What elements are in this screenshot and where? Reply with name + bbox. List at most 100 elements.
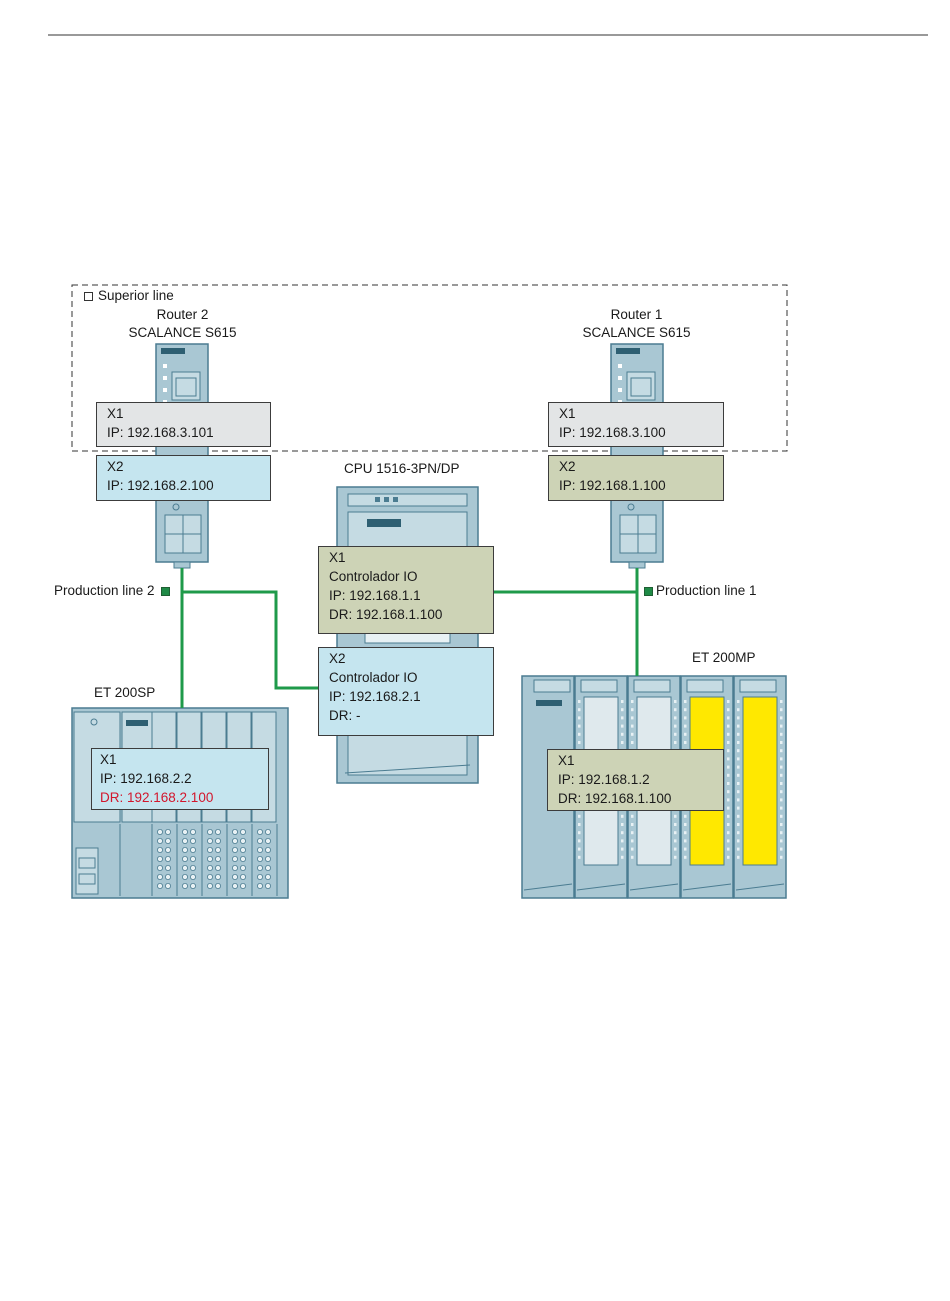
io-module-led [727, 839, 730, 843]
io-module-led [737, 765, 740, 769]
io-module-led [780, 782, 783, 785]
terminal-point [231, 838, 238, 845]
terminal-point [264, 883, 271, 890]
et200sp-x1-port: X1 [100, 752, 117, 767]
io-module-led [578, 724, 581, 728]
io-module-led [674, 855, 677, 859]
et200mp-x1-ip: IP: 192.168.1.2 [558, 772, 650, 787]
io-module-led [727, 765, 730, 769]
terminal-point [156, 838, 163, 845]
io-module-header [686, 679, 724, 693]
io-module-header [580, 679, 618, 693]
io-module-led [780, 823, 783, 826]
terminal-point [264, 838, 271, 845]
io-module-led [737, 700, 740, 703]
io-module-led [674, 847, 677, 851]
io-module-led [684, 716, 687, 720]
cpu-x1-role: Controlador IO [329, 569, 418, 584]
terminal-point [214, 829, 221, 836]
router1-model: SCALANCE S615 [582, 325, 691, 340]
io-module-led [780, 724, 783, 728]
terminal-point [256, 865, 263, 872]
io-module-led [727, 847, 730, 851]
terminal-point [239, 874, 246, 881]
terminal-point [164, 883, 171, 890]
io-module-edge [735, 883, 785, 891]
io-module-led [780, 831, 783, 835]
terminal-point [206, 874, 213, 881]
io-module-led [737, 847, 740, 851]
router1-x1-port: X1 [559, 406, 576, 421]
io-module-led [674, 814, 677, 818]
io-module-led [737, 732, 740, 736]
terminal-point [189, 838, 196, 845]
router2-x2-port: X2 [107, 459, 124, 474]
terminal-point [181, 883, 188, 890]
terminal-point [156, 883, 163, 890]
io-module-led [737, 806, 740, 810]
production-line-2-label: Production line 2 [54, 582, 171, 600]
io-module-led [674, 708, 677, 712]
io-module-led [737, 839, 740, 843]
router1-x2-box: X2 IP: 192.168.1.100 [548, 455, 724, 501]
io-module-led [780, 847, 783, 851]
io-module-led [727, 823, 730, 826]
router2-device [155, 343, 209, 569]
production-line-1-square-icon [644, 587, 653, 596]
et200mp-x1-port: X1 [558, 753, 575, 768]
cpu-x2-ip: IP: 192.168.2.1 [329, 689, 421, 704]
io-module-led [684, 732, 687, 736]
terminal-point [231, 847, 238, 854]
io-module-led [674, 724, 677, 728]
et200sp-terminal-block [156, 829, 271, 890]
io-module-led [621, 823, 624, 826]
io-module-led [737, 716, 740, 720]
cpu-x2-port: X2 [329, 651, 346, 666]
io-module-led [621, 716, 624, 720]
router1-device [610, 343, 664, 569]
io-module-led [780, 798, 783, 802]
terminal-point [264, 865, 271, 872]
terminal-point [164, 874, 171, 881]
io-module-led [737, 798, 740, 802]
io-module-led [737, 814, 740, 818]
io-module-led [674, 823, 677, 826]
io-module-led [727, 814, 730, 818]
router1-x2-ip: IP: 192.168.1.100 [559, 478, 666, 493]
terminal-point [156, 829, 163, 836]
io-module-header [739, 679, 777, 693]
router1-x1-box: X1 IP: 192.168.3.100 [548, 402, 724, 447]
cpu-title: CPU 1516-3PN/DP [344, 461, 460, 476]
terminal-point [256, 829, 263, 836]
io-module-led [737, 741, 740, 744]
io-module-led [684, 700, 687, 703]
et200mp-x1-dr: DR: 192.168.1.100 [558, 791, 672, 806]
terminal-point [181, 856, 188, 863]
io-module-led [578, 823, 581, 826]
io-module-led [737, 831, 740, 835]
io-module-led [737, 782, 740, 785]
io-module-led [578, 847, 581, 851]
io-module-led [674, 732, 677, 736]
terminal-point [214, 883, 221, 890]
router2-x1-box: X1 IP: 192.168.3.101 [96, 402, 271, 447]
io-module-led [621, 732, 624, 736]
io-module-led [727, 798, 730, 802]
io-module-led [737, 757, 740, 761]
production-line-2-cable-cpu [182, 590, 318, 690]
io-module-led [780, 732, 783, 736]
io-module-led [674, 741, 677, 744]
terminal-point [164, 838, 171, 845]
io-module-led [727, 806, 730, 810]
production-line-1-text: Production line 1 [656, 583, 757, 598]
io-module-led [727, 741, 730, 744]
io-module-led [621, 855, 624, 859]
cpu-x1-dr: DR: 192.168.1.100 [329, 607, 443, 622]
terminal-point [231, 865, 238, 872]
io-module-led [737, 790, 740, 794]
terminal-point [206, 847, 213, 854]
io-module-led [631, 823, 634, 826]
io-module-led [631, 814, 634, 818]
io-module-led [780, 773, 783, 777]
io-module-led [684, 823, 687, 826]
